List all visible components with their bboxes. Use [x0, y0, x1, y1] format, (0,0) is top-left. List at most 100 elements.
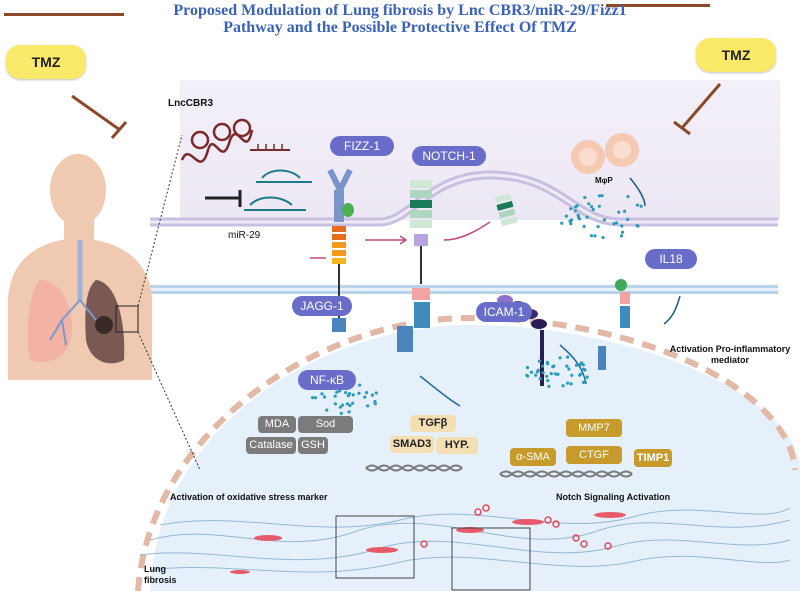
particle-dot [576, 215, 581, 219]
particle-dot [597, 194, 602, 198]
particle-dot [596, 225, 600, 229]
collagen-deposits [420, 504, 612, 550]
particle-dot [560, 221, 564, 225]
fizz1-pill: FIZZ-1 [330, 136, 394, 156]
particle-dot [570, 373, 574, 377]
lnccbr3-rna [180, 118, 290, 163]
zoom-box-1 [335, 515, 415, 579]
particle-dot [569, 207, 573, 211]
marker-tgfb: TGFβ [410, 415, 456, 432]
marker-mda: MDA [258, 416, 296, 433]
particle-dot [561, 384, 565, 388]
particle-dot [345, 402, 349, 406]
lnccbr3-label: LncCBR3 [168, 98, 214, 109]
il18-receptor [615, 279, 630, 328]
particle-dot [339, 411, 343, 415]
macrophage-label: MφP [595, 176, 613, 185]
particle-dot [348, 403, 352, 408]
fizz1-receptor [327, 168, 354, 332]
cell-boundary [135, 314, 798, 591]
particle-dot [619, 234, 624, 238]
particle-dot [591, 207, 595, 212]
particle-dot [567, 367, 571, 371]
particle-dot [573, 209, 577, 213]
caption-pro-inflammatory: Activation Pro-inflammatory mediator [669, 344, 791, 365]
particle-dot [620, 230, 625, 234]
particle-dot [564, 214, 569, 218]
marker-gsh: GSH [298, 437, 328, 454]
particle-dot [541, 364, 545, 368]
particle-dot [341, 403, 345, 407]
particle-dot [373, 400, 377, 404]
particle-dot [344, 391, 348, 395]
particle-dot [574, 363, 579, 367]
marker-ctgf: CTGF [566, 446, 622, 464]
tmz-label-right: TMZ [696, 38, 776, 72]
particle-dot [639, 204, 643, 208]
particle-dot [549, 372, 553, 376]
particle-dot [538, 377, 542, 381]
particle-dot [525, 366, 530, 370]
particle-dot [626, 195, 630, 199]
particle-dot [351, 393, 355, 397]
particle-dot [537, 359, 542, 363]
particle-dot [545, 374, 549, 378]
cell-region [150, 325, 800, 591]
il18-pill: IL18 [645, 249, 697, 269]
particle-dot [370, 393, 374, 397]
particle-dot [335, 390, 339, 394]
particle-dot [313, 396, 318, 400]
particle-dot [553, 372, 557, 376]
particle-dot [585, 375, 589, 379]
tmz-label-left: TMZ [6, 45, 86, 79]
particle-dot [617, 210, 621, 214]
particle-dot [590, 205, 594, 209]
particle-dot [581, 380, 586, 384]
notch1-pill: NOTCH-1 [412, 146, 486, 166]
caption-lung-fibrosis: Lung fibrosis [144, 564, 177, 585]
macrophage-cells [571, 133, 639, 174]
dna-strand-right [499, 470, 633, 478]
particle-dot [635, 203, 640, 207]
particle-dot [626, 217, 630, 222]
particle-dot [366, 404, 370, 408]
header-bar-right [606, 4, 710, 7]
diagram-title-line1: Proposed Modulation of Lung fibrosis by … [173, 2, 627, 19]
particle-dot [529, 370, 534, 374]
particle-dot [541, 371, 545, 375]
particle-dot [597, 204, 601, 208]
particle-dot [583, 195, 587, 200]
particle-dot [333, 394, 337, 398]
header-bar-left [4, 13, 124, 16]
particle-dot [575, 204, 579, 208]
zoom-box-2 [451, 527, 531, 591]
mir29-label: miR-29 [228, 230, 261, 241]
particle-dot [363, 395, 367, 399]
jagg1-pill: JAGG-1 [292, 296, 352, 316]
particle-dot [546, 362, 550, 366]
notch1-receptor [410, 180, 432, 328]
marker-sod: Sod [298, 416, 353, 433]
notch-fragment [494, 193, 518, 227]
particle-dot [311, 396, 315, 400]
nfkb-pill: NF-κB [298, 370, 356, 390]
particle-dot [535, 370, 539, 374]
particle-dot [566, 355, 570, 359]
particle-dot [602, 218, 607, 222]
marker-hyp: HYP. [436, 437, 478, 454]
particle-dot [325, 408, 329, 412]
particle-dot [615, 221, 619, 225]
marker-timp1: TIMP1 [634, 449, 672, 467]
human-figure [8, 134, 201, 471]
particle-dot [636, 224, 640, 228]
particle-dot [351, 401, 355, 405]
marker-smad3: SMAD3 [390, 436, 434, 453]
particle-dot [569, 222, 573, 226]
fibrotic-tissue [139, 507, 791, 573]
particle-dot [582, 367, 586, 371]
particle-dot [338, 405, 342, 409]
marker-mmp7: MMP7 [566, 419, 622, 437]
particle-dot [558, 356, 562, 360]
particle-dot [347, 392, 352, 396]
